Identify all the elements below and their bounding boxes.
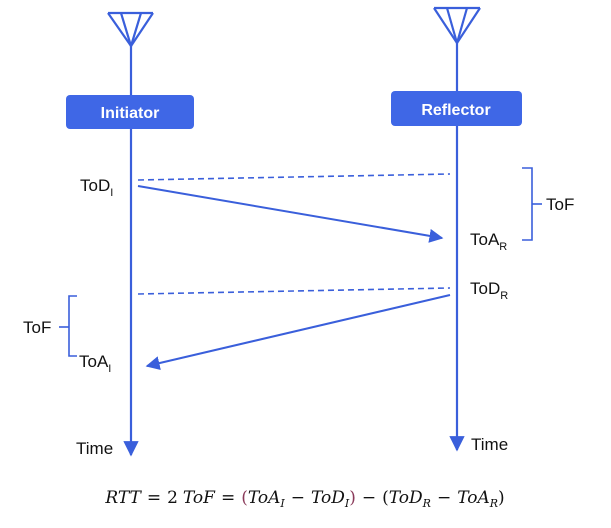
initiator-label: Initiator bbox=[101, 105, 160, 122]
dashed-line-upper bbox=[137, 173, 451, 181]
tof-label-right: ToF bbox=[546, 195, 574, 214]
tof-label-left: ToF bbox=[23, 318, 51, 337]
reflector-box: Reflector bbox=[391, 91, 522, 126]
toa-r-label: ToAR bbox=[470, 230, 507, 253]
reflector-antenna-icon bbox=[433, 6, 481, 46]
time-label-right: Time bbox=[471, 435, 508, 454]
toa-i-label: ToAI bbox=[79, 352, 111, 375]
tod-i-label: ToDI bbox=[80, 176, 113, 199]
signal-arrow-reflector-to-initiator bbox=[145, 294, 451, 370]
time-label-left: Time bbox=[76, 439, 113, 458]
tod-r-label: ToDR bbox=[470, 279, 508, 302]
tof-bracket-left bbox=[59, 295, 77, 357]
dashed-line-lower bbox=[137, 287, 451, 295]
signal-arrow-initiator-to-reflector bbox=[137, 185, 444, 243]
initiator-box: Initiator bbox=[66, 95, 194, 129]
tof-bracket-right bbox=[522, 167, 542, 241]
initiator-antenna-icon bbox=[107, 11, 154, 48]
reflector-label: Reflector bbox=[421, 102, 490, 119]
